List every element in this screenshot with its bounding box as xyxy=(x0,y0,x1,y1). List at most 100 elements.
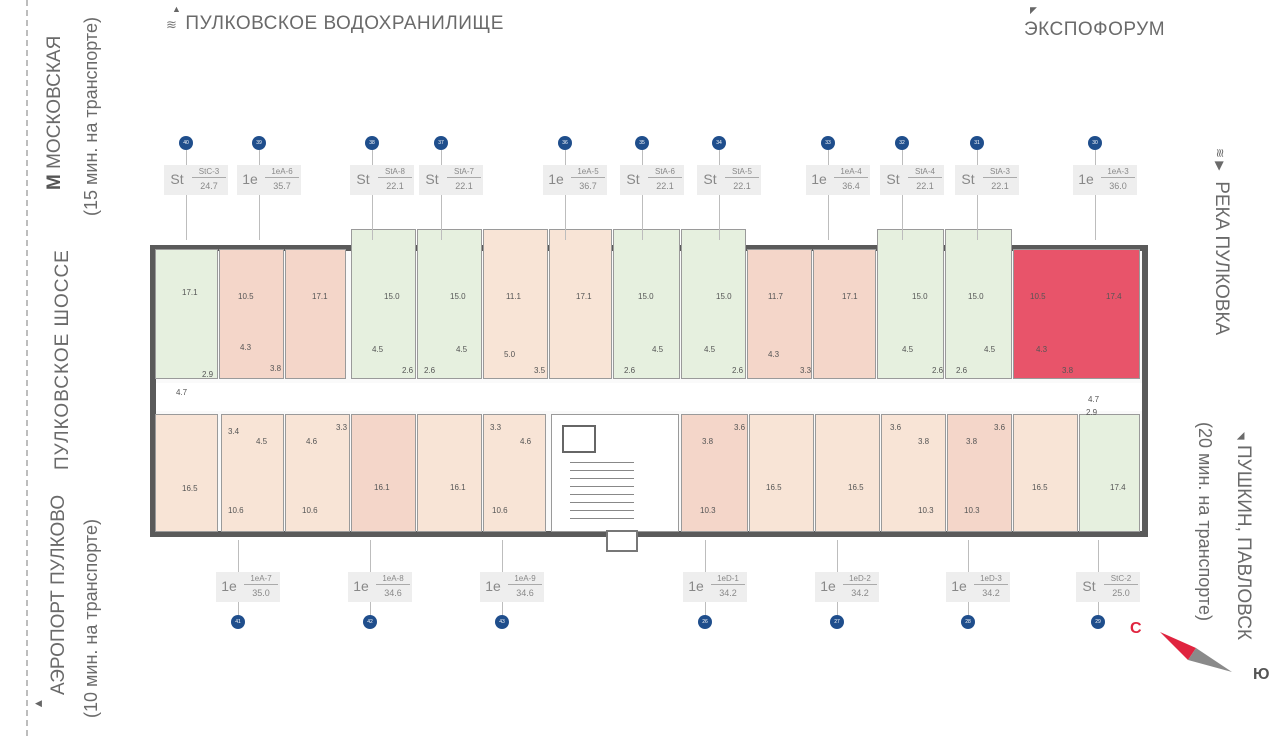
unit-marker[interactable]: 29 xyxy=(1091,615,1105,629)
bottom-room[interactable] xyxy=(815,414,880,532)
top-room[interactable] xyxy=(285,249,346,379)
bottom-room[interactable] xyxy=(1079,414,1140,532)
stair-step xyxy=(570,494,634,495)
top-room[interactable] xyxy=(483,229,548,379)
top-room[interactable] xyxy=(877,229,944,379)
room-area-label: 4.6 xyxy=(520,437,532,446)
top-room[interactable] xyxy=(549,229,612,379)
unit-code: 1eA-6 xyxy=(265,167,299,178)
bottom-room[interactable] xyxy=(881,414,946,532)
unit-marker[interactable]: 39 xyxy=(252,136,266,150)
top-room[interactable] xyxy=(945,229,1012,379)
unit-type: St xyxy=(425,171,439,187)
unit-marker[interactable]: 41 xyxy=(231,615,245,629)
room-area-label: 4.7 xyxy=(1088,395,1100,404)
top-room[interactable] xyxy=(747,249,812,379)
top-room[interactable] xyxy=(613,229,680,379)
unit-marker[interactable]: 28 xyxy=(961,615,975,629)
top-room[interactable] xyxy=(681,229,746,379)
unit-area: 25.0 xyxy=(1112,588,1130,598)
room-area-label: 10.5 xyxy=(1030,292,1046,301)
unit-area: 35.0 xyxy=(252,588,270,598)
room-area-label: 11.1 xyxy=(506,292,521,301)
top-room[interactable] xyxy=(813,249,876,379)
unit-marker[interactable]: 30 xyxy=(1088,136,1102,150)
top-room[interactable] xyxy=(417,229,482,379)
unit-code: 1eD-2 xyxy=(843,574,877,585)
room-area-label: 15.0 xyxy=(912,292,928,301)
room-area-label: 10.6 xyxy=(492,506,508,515)
unit-leader-line xyxy=(186,150,187,240)
bottom-room[interactable] xyxy=(749,414,814,532)
unit-marker[interactable]: 42 xyxy=(363,615,377,629)
unit-marker[interactable]: 37 xyxy=(434,136,448,150)
unit-marker[interactable]: 33 xyxy=(821,136,835,150)
top-room[interactable] xyxy=(1013,249,1140,379)
room-area-label: 16.5 xyxy=(1032,483,1048,492)
bottom-room[interactable] xyxy=(483,414,546,532)
bottom-room[interactable] xyxy=(417,414,482,532)
unit-type: 1e xyxy=(221,578,237,594)
bottom-room[interactable] xyxy=(681,414,748,532)
bottom-room[interactable] xyxy=(155,414,218,532)
bottom-room[interactable] xyxy=(285,414,350,532)
unit-marker[interactable]: 26 xyxy=(698,615,712,629)
unit-leader-line xyxy=(565,150,566,240)
top-room[interactable] xyxy=(351,229,416,379)
unit-marker[interactable]: 43 xyxy=(495,615,509,629)
unit-leader-line xyxy=(1095,150,1096,240)
unit-code: StA-3 xyxy=(983,167,1017,178)
room-area-label: 2.6 xyxy=(956,366,968,375)
unit-leader-line xyxy=(372,150,373,240)
unit-marker[interactable]: 35 xyxy=(635,136,649,150)
unit-code: 1eA-4 xyxy=(834,167,868,178)
unit-code: 1eA-8 xyxy=(376,574,410,585)
top-room[interactable] xyxy=(155,249,218,379)
compass-south-arrow xyxy=(1188,648,1232,672)
room-area-label: 16.1 xyxy=(450,483,466,492)
unit-marker[interactable]: 34 xyxy=(712,136,726,150)
unit-marker[interactable]: 38 xyxy=(365,136,379,150)
room-area-label: 2.6 xyxy=(732,366,744,375)
unit-type: 1e xyxy=(820,578,836,594)
unit-marker[interactable]: 40 xyxy=(179,136,193,150)
room-area-label: 4.5 xyxy=(984,345,996,354)
unit-marker[interactable]: 36 xyxy=(558,136,572,150)
metro-time: (15 мин. на транспорте) xyxy=(81,17,101,216)
bottom-room[interactable] xyxy=(221,414,284,532)
unit-type: St xyxy=(886,171,900,187)
room-area-label: 4.5 xyxy=(902,345,914,354)
bottom-room[interactable] xyxy=(351,414,416,532)
room-area-label: 15.0 xyxy=(716,292,732,301)
bottom-room[interactable] xyxy=(947,414,1012,532)
top-room[interactable] xyxy=(219,249,284,379)
unit-marker[interactable]: 32 xyxy=(895,136,909,150)
compass-south-label: Ю xyxy=(1253,666,1270,683)
stairwell xyxy=(551,414,679,532)
unit-marker[interactable]: 27 xyxy=(830,615,844,629)
unit-area: 22.1 xyxy=(733,181,751,191)
unit-marker[interactable]: 31 xyxy=(970,136,984,150)
bottom-room[interactable] xyxy=(1013,414,1078,532)
room-area-label: 2.9 xyxy=(1086,408,1098,417)
unit-leader-line xyxy=(259,150,260,240)
unit-type: 1e xyxy=(951,578,967,594)
